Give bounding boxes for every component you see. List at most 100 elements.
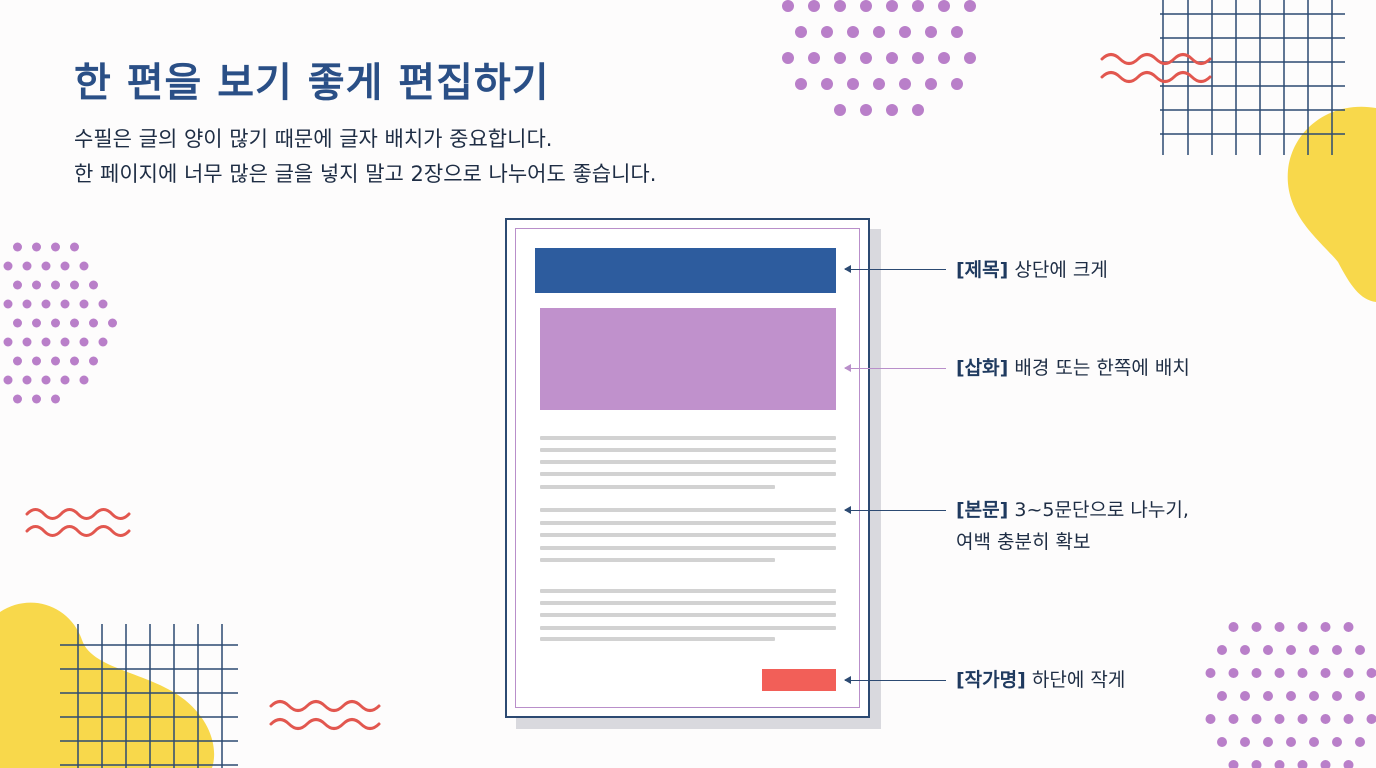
squiggle-left (25, 508, 131, 537)
decor-dot (782, 52, 794, 64)
decor-dot (834, 0, 846, 12)
decor-dot (873, 78, 885, 90)
document-page (505, 218, 870, 718)
decor-dot (1297, 760, 1308, 768)
decor-dot (13, 242, 22, 252)
decor-dot (886, 0, 898, 12)
decor-dot (41, 299, 51, 309)
decor-dot (1217, 737, 1227, 747)
callout-title: [제목] 상단에 크게 (956, 254, 1108, 286)
arrow-illustration (844, 364, 946, 372)
decor-dot (1286, 691, 1296, 701)
decor-dot (1366, 714, 1376, 724)
body-line (540, 637, 775, 641)
callout-author: [작가명] 하단에 작게 (956, 664, 1125, 696)
decor-dot (912, 0, 924, 12)
body-line (540, 546, 836, 550)
callout-title-desc: 상단에 크게 (1014, 259, 1108, 281)
decor-dot (1297, 622, 1308, 632)
decor-dot (1251, 668, 1262, 678)
decor-dot (1366, 668, 1376, 678)
callout-title-tag: [제목] (956, 259, 1009, 281)
body-line (540, 460, 836, 464)
decor-dot (847, 78, 859, 90)
decor-dot (22, 337, 32, 347)
decor-dot (32, 242, 41, 252)
title-block (535, 248, 836, 293)
document-inner-border (515, 228, 860, 708)
callout-body-tag: [본문] (956, 499, 1009, 521)
arrow-author (844, 676, 946, 684)
decor-dot (13, 280, 22, 290)
author-block (762, 669, 836, 691)
decor-dot (22, 261, 32, 271)
decor-dot (899, 78, 911, 90)
callout-author-tag: [작가명] (956, 669, 1026, 691)
decor-dot (1274, 760, 1285, 768)
decor-dot (89, 356, 98, 366)
yellow-blob-bottom-left (0, 602, 215, 768)
decor-dot (1263, 737, 1273, 747)
decor-dot (1355, 645, 1365, 655)
decor-dot (821, 26, 833, 38)
decor-dot (1343, 668, 1354, 678)
decor-dot (964, 52, 976, 64)
decor-dot (1240, 645, 1250, 655)
decor-dot (899, 26, 911, 38)
decor-dot (782, 0, 794, 12)
decor-dot (1228, 668, 1239, 678)
decor-dot (32, 318, 41, 328)
decor-dot (79, 375, 89, 385)
decor-dot (795, 78, 807, 90)
body-line (540, 436, 836, 440)
arrow-body (844, 506, 946, 514)
decor-dot (873, 26, 885, 38)
decor-dot (60, 337, 70, 347)
yellow-blob-top-right (1287, 106, 1376, 303)
page-subtitle: 수필은 글의 양이 많기 때문에 글자 배치가 중요합니다. 한 페이지에 너무… (74, 122, 656, 192)
decor-dot (51, 242, 60, 252)
decor-dot (795, 26, 807, 38)
body-line (540, 558, 775, 562)
decor-dot (1263, 691, 1273, 701)
callout-body-desc-1: 3~5문단으로 나누기, (1014, 499, 1189, 521)
decor-dot (13, 318, 22, 328)
decor-dot (938, 52, 950, 64)
decor-dot (912, 104, 924, 116)
dots-left (3, 242, 117, 404)
decor-dot (951, 78, 963, 90)
decor-dot (41, 337, 51, 347)
decor-dot (3, 261, 13, 271)
subtitle-line-1: 수필은 글의 양이 많기 때문에 글자 배치가 중요합니다. (74, 127, 553, 151)
decor-dot (32, 394, 41, 404)
squiggle-bottom-left (269, 700, 381, 730)
decor-dot (1355, 691, 1365, 701)
body-line (540, 613, 836, 617)
grid-bottom-left (60, 624, 238, 768)
decor-dot (1240, 691, 1250, 701)
decor-dot (1286, 737, 1296, 747)
decor-dot (3, 299, 13, 309)
decor-dot (89, 280, 98, 290)
decor-dot (41, 375, 51, 385)
body-line (540, 533, 836, 537)
decor-dot (1251, 760, 1262, 768)
body-line (540, 448, 836, 452)
decor-dot (51, 318, 60, 328)
subtitle-line-2: 한 페이지에 너무 많은 글을 넣지 말고 2장으로 나누어도 좋습니다. (74, 162, 657, 186)
callout-illustration-desc: 배경 또는 한쪽에 배치 (1014, 357, 1190, 379)
callout-body: [본문] 3~5문단으로 나누기, 여백 충분히 확보 (956, 494, 1189, 558)
decor-dot (912, 52, 924, 64)
decor-dot (1332, 737, 1342, 747)
decor-dot (886, 52, 898, 64)
illustration-block (540, 308, 836, 410)
decor-dot (808, 52, 820, 64)
decor-dot (1332, 645, 1342, 655)
decor-dot (22, 299, 32, 309)
body-line (540, 626, 836, 630)
body-line (540, 521, 836, 525)
decor-dot (1251, 714, 1262, 724)
decor-dot (98, 299, 108, 309)
decor-dot (886, 104, 898, 116)
